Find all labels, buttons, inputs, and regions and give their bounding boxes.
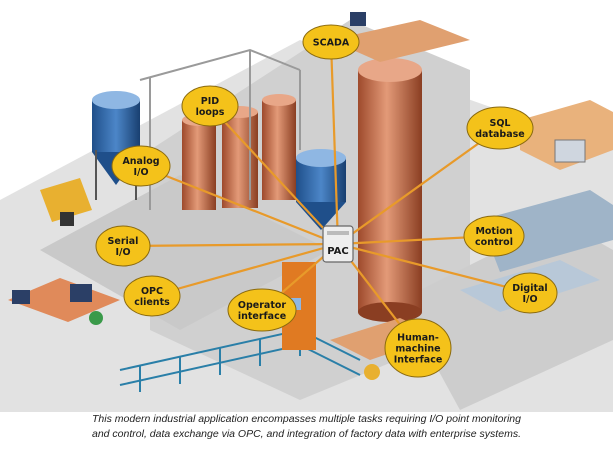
caption-line-2: and control, data exchange via OPC, and …: [92, 428, 521, 440]
forklift: [40, 178, 92, 226]
bubble-label-pid-0: PID: [201, 96, 219, 107]
bubble-shape-analog: [111, 145, 171, 187]
link-pac-analog: [140, 164, 339, 246]
bubble-shape-operator: [227, 288, 297, 332]
sql-server-desk: [520, 100, 613, 170]
bubble-shape-serial: [95, 225, 151, 267]
bubble-label-digital-1: I/O: [522, 294, 537, 305]
bubble-shape-digital: [502, 272, 558, 314]
blue-silo-left: [92, 91, 140, 200]
copper-tank-small-3: [262, 94, 296, 200]
bubble-scada: SCADA: [302, 24, 360, 60]
bubble-label-analog-0: Analog: [122, 156, 159, 167]
link-pac-serial: [122, 242, 339, 248]
blue-silo-right: [296, 149, 346, 230]
pac-hub: PAC: [322, 225, 354, 263]
bubble-label-hmi-2: Interface: [394, 355, 443, 366]
bubble-shape-opc: [123, 275, 181, 317]
link-pac-digital: [337, 242, 531, 295]
bubble-label-pid-1: loops: [196, 107, 225, 118]
bubble-label-hmi-1: machine: [395, 344, 440, 355]
link-pac-sql: [337, 127, 501, 245]
bubble-label-serial-1: I/O: [115, 247, 130, 258]
bubble-label-sql-1: database: [475, 129, 524, 140]
factory-diagram: PAC SCADAPIDloopsSQLdatabaseAnalogI/OSer…: [0, 12, 613, 412]
copper-tank-small-1: [182, 114, 216, 210]
device-bubbles: SCADAPIDloopsSQLdatabaseAnalogI/OSerialI…: [95, 24, 558, 378]
bubble-label-sql-0: SQL: [490, 118, 511, 129]
bubble-shape-scada: [302, 24, 360, 60]
office-desk-left: [8, 278, 120, 325]
scaffold: [139, 48, 301, 210]
bubble-label-scada-0: SCADA: [313, 38, 350, 49]
bubble-shape-pid: [181, 85, 239, 127]
caption: This modern industrial application encom…: [0, 412, 613, 442]
bubble-label-opc-0: OPC: [141, 286, 163, 297]
copper-tank-large: [358, 58, 422, 322]
link-pac-scada: [329, 41, 340, 245]
bubble-label-opc-1: clients: [134, 297, 170, 308]
scada-workstation: [330, 12, 470, 62]
bubble-label-serial-0: Serial: [108, 236, 139, 247]
bubble-shape-sql: [466, 106, 534, 150]
bubble-label-operator-1: interface: [238, 311, 286, 322]
bubble-shape-hmi: [384, 318, 452, 378]
bubble-label-motion-0: Motion: [475, 226, 512, 237]
link-pac-opc: [151, 242, 339, 298]
pac-label: PAC: [327, 246, 349, 257]
bubble-label-motion-1: control: [475, 237, 513, 248]
bubble-label-digital-0: Digital: [512, 283, 547, 294]
bubble-label-analog-1: I/O: [133, 167, 148, 178]
bubble-shape-motion: [463, 215, 525, 257]
caption-line-1: This modern industrial application encom…: [92, 413, 521, 425]
link-pac-pid: [209, 105, 339, 245]
bubble-label-operator-0: Operator: [238, 300, 286, 311]
bubble-label-hmi-0: Human-: [397, 333, 439, 344]
